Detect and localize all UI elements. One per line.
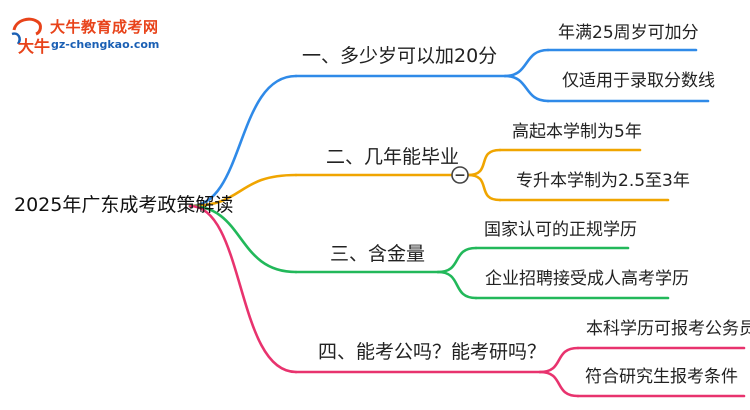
branch-label-age-bonus[interactable]: 一、多少岁可以加20分 (302, 45, 498, 67)
connector-value-leaf-2 (436, 270, 478, 300)
connector-root-age-bonus (188, 74, 298, 208)
leaf-label-two-half-to-three-years[interactable]: 专升本学制为2.5至3年 (516, 171, 690, 191)
connector-root-value (188, 204, 298, 274)
branch-label-graduation-time[interactable]: 二、几年能毕业 (326, 146, 460, 168)
connector-root-graduation-time (188, 173, 298, 208)
connector-graduation-time-leaf-1 (466, 148, 502, 177)
connector-root-civil-service-grad (188, 204, 298, 374)
leaf-label-age-25[interactable]: 年满25周岁可加分 (558, 23, 699, 43)
connector-age-bonus-leaf-1 (503, 48, 550, 78)
leaf-label-recognized-degree[interactable]: 国家认可的正规学历 (484, 220, 637, 240)
logo-mark-text: 大牛 (18, 37, 50, 56)
leaf-label-admission-score[interactable]: 仅适用于录取分数线 (562, 71, 715, 91)
leaf-label-civil-service[interactable]: 本科学历可报考公务员 (586, 319, 750, 339)
collapse-toggle-circle (451, 166, 469, 184)
connector-civil-service-grad-leaf-2 (538, 370, 580, 398)
bull-logo-icon: 大牛 (11, 17, 50, 56)
connector-graduation-time-leaf-2 (466, 173, 502, 202)
leaf-label-five-years[interactable]: 高起本学制为5年 (512, 122, 642, 142)
logo-title: 大牛教育成考网 (50, 18, 159, 36)
connector-value-leaf-1 (436, 246, 478, 274)
leaf-label-employer-acceptance[interactable]: 企业招聘接受成人高考学历 (485, 269, 689, 289)
site-logo[interactable]: 大牛 大牛教育成考网 gz-chengkao.com (8, 12, 178, 58)
branch-label-value[interactable]: 三、含金量 (330, 243, 426, 265)
collapse-toggle-button[interactable]: − (451, 166, 469, 184)
branch-label-civil-service-grad[interactable]: 四、能考公吗？能考研吗？ (318, 341, 547, 363)
connector-age-bonus-leaf-2 (503, 74, 550, 103)
leaf-label-graduate-exam[interactable]: 符合研究生报考条件 (585, 367, 738, 387)
logo-url: gz-chengkao.com (51, 38, 160, 51)
minus-icon: − (454, 168, 466, 184)
mindmap-root-label: 2025年广东成考政策解读 (14, 194, 234, 216)
